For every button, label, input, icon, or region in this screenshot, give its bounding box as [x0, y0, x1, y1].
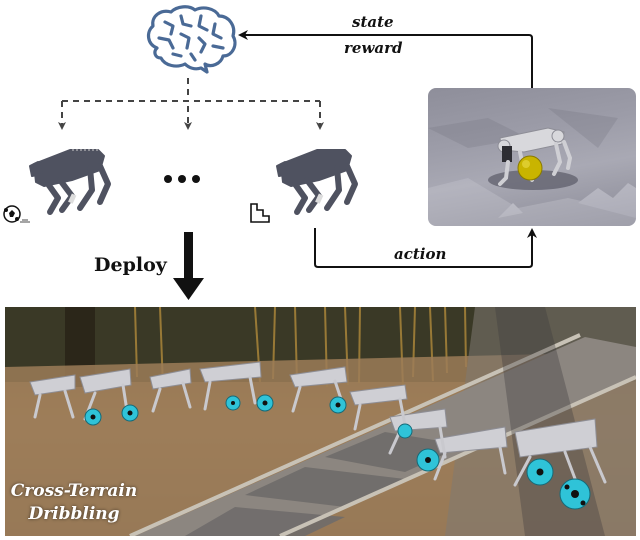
dashed-distribution-lines — [58, 78, 324, 130]
soccer-ball-icon — [3, 205, 30, 223]
sim-ball — [517, 155, 543, 181]
action-arrow — [314, 228, 537, 268]
reward-label: reward — [344, 39, 403, 57]
deploy-arrow — [173, 232, 204, 300]
caption-line-2: Dribbling — [28, 504, 120, 524]
deploy-label: Deploy — [94, 254, 167, 276]
quadruped-robot-icon — [29, 149, 111, 215]
ellipsis-icon — [164, 175, 200, 183]
quadruped-robot-icon — [276, 149, 358, 215]
agent-robot-soccer — [3, 149, 111, 223]
stairs-icon — [250, 203, 270, 223]
simulation-scene — [428, 88, 636, 226]
state-label: state — [352, 13, 394, 31]
agent-robot-stairs — [250, 149, 358, 223]
action-label: action — [394, 245, 447, 263]
real-world-photo: Cross-Terrain Dribbling — [5, 307, 636, 536]
photo-caption: Cross-Terrain Dribbling — [9, 480, 139, 526]
feedback-arrow — [238, 30, 533, 88]
brain-icon — [146, 5, 237, 74]
diagram-connectors — [58, 30, 537, 300]
caption-line-1: Cross-Terrain — [10, 481, 138, 501]
